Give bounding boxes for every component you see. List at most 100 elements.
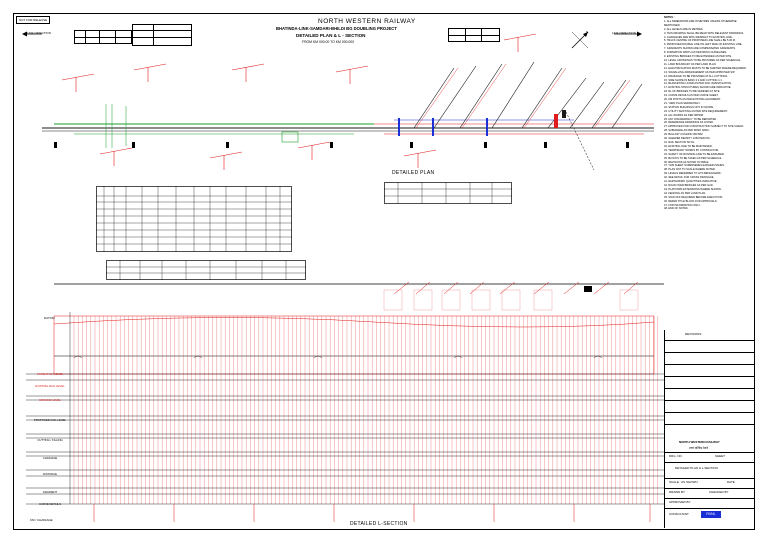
tb-consultant: CONSULTANT (669, 512, 689, 516)
lsec-row-label: GROUND LEVEL (39, 398, 61, 402)
diagonal-sidings-red (415, 63, 631, 129)
note-line: 38. PLAN NOT TO SCALE WHERE NOTED. (664, 168, 716, 172)
note-line: 2. ALL LEVELS ARE IN METRES. (664, 27, 704, 31)
diagonal-sidings (413, 61, 643, 129)
signal-post-symbols (61, 33, 537, 170)
km-chainage-label: KM / CHAINAGE (30, 518, 53, 522)
right-direction-arrow (614, 31, 642, 37)
plan-heading: DETAILED PLAN (392, 170, 435, 176)
note-line: 42. ROAD OVER BRIDGES AS PER GAD. (664, 183, 714, 187)
note-line: 4. CHAINAGES ARE WITH RESPECT TO EXISTIN… (664, 35, 733, 39)
note-line: 32. EXISTING OHE TO BE MAINTAINED. (664, 144, 713, 148)
tb-drawn: DRAWN BY (669, 490, 686, 494)
right-direction-label: LINE DIRECTION (612, 31, 637, 35)
chainage-verticals (73, 316, 658, 504)
tb-scale: SCALE : AS SHOWN (669, 480, 698, 484)
lsec-row-label: GRADIENT (42, 490, 58, 494)
note-line: 10. LEVEL CROSSINGS TO BE PROVIDED AS PE… (664, 58, 741, 62)
note-line: 26. REFERENCE DRAWINGS AS LISTED. (664, 121, 714, 125)
yard-lines-red (374, 119, 654, 135)
note-line: 6. PROPOSED DOUBLE LINE ON LEFT SIDE OF … (664, 43, 743, 47)
notes-heading: NOTES : (664, 16, 675, 19)
tb-date: DATE (727, 480, 735, 484)
lsec-row-label: CURVE DETAILS (39, 502, 61, 506)
note-line: 12. ELECTRIFICATION MASTS TO BE SHIFTED … (664, 66, 747, 70)
note-line: 37. THIS SHEET SUPERSEDES EARLIER ISSUES… (664, 164, 725, 168)
lsec-row-label: PROPOSED RAIL LEVEL (33, 418, 67, 422)
note-line: 43. PLATFORM EXTENSIONS WHERE SHOWN. (664, 187, 722, 191)
bridge-box (281, 131, 299, 143)
note-line: 1. ALL DIMENSIONS ARE IN METRES UNLESS O… (664, 19, 737, 27)
north-label: N (586, 30, 589, 34)
note-line: 45. SIGN OFF REQUIRED BEFORE EXECUTION. (664, 195, 723, 199)
note-line: 33. TEMPORARY WORKS BY CONTRACTOR. (664, 148, 719, 152)
legend-table-mid (132, 24, 192, 46)
l-section-band-rows (26, 312, 664, 505)
lsec-row-label: CUTTING / FILLING (37, 438, 63, 442)
note-line: 3. THIS DRAWING SHALL BE READ WITH RELEV… (664, 31, 744, 35)
drawing-sheet-border (13, 13, 755, 530)
l-section-drawing (26, 282, 664, 522)
level-crossing-table (106, 260, 306, 280)
note-line: 19. CURVE DETAILS AS PER CURVE SHEET. (664, 94, 719, 98)
proposed-track-green (54, 123, 374, 135)
note-line: 46. REFER TITLE BLOCK FOR APPROVALS. (664, 199, 718, 203)
lsec-row-label: FORMATION LEVEL (36, 372, 64, 376)
general-notes: NOTES : 1. ALL DIMENSIONS ARE IN METRES … (664, 16, 753, 326)
note-line: 23. UTILITY SHIFTING AS PER SITE REQUIRE… (664, 109, 728, 113)
lsec-row-label: DISTANCE (43, 472, 57, 476)
km-post-markers (54, 142, 629, 148)
note-line: 47. FOR INFORMATION ONLY. (664, 203, 701, 207)
green-verticals (105, 104, 127, 148)
note-line: 39. LEVELS REFERRED TO GTS BENCHMARK. (664, 172, 722, 176)
note-line: 14. DRAINAGE TO BE PROVIDED AT ALL CUTTI… (664, 74, 728, 78)
project-title: BHATINDA-LINK-SAMDARI-BHILDI BG DOUBLING… (276, 26, 397, 31)
release-stamp: NOT FOR RELEASE (16, 16, 51, 24)
note-line: 28. SUBGRADE AS PER RDSO SPEC. (664, 129, 710, 133)
gradient-table (384, 182, 512, 204)
left-direction-label: LINE DIRECTION (27, 31, 52, 35)
curve-data-table (96, 186, 292, 252)
revision-heading: REVISIONS (685, 332, 702, 336)
note-line: 35. BLOCKS TO BE TAKEN AS PER SCHEDULE. (664, 156, 723, 160)
note-line: 36. REVISIONS AS NOTED IN TABLE. (664, 160, 710, 164)
tb-sheet: SHEET (715, 454, 726, 458)
note-line: 16. BLANKETING LAYER AS PER SOIL INVESTI… (664, 82, 732, 86)
note-line: 18. RL OF BRIDGES TO BE VERIFIED AT SITE… (664, 90, 721, 94)
note-line: 29. BALLAST CUSHION 350 MM. (664, 133, 704, 137)
note-line: 27. APPROVED FOR CONSTRUCTION SUBJECT TO… (664, 125, 745, 129)
tb-railway: NORTH WESTERN RAILWAY (679, 440, 720, 444)
railway-title: NORTH WESTERN RAILWAY (318, 18, 416, 25)
north-arrow-icon (571, 31, 589, 49)
note-line: 8. FORMATION WIDTH AS PER RDSO GUIDELINE… (664, 51, 727, 55)
left-direction-arrow (22, 31, 42, 37)
note-line: 41. EARTHWORK QUANTITIES INDICATIVE. (664, 180, 718, 184)
consultant-logo: RVNL (701, 511, 721, 518)
note-line: 30. SLEEPER DENSITY 1660 PER KM. (664, 137, 711, 141)
tb-title: DETAILED PLAN & L-SECTION (675, 466, 718, 470)
note-line: 7. GRADIENTS SHOWN ARE COMPENSATED GRADI… (664, 47, 736, 51)
existing-track (42, 127, 654, 132)
note-line: 48. END OF NOTES. (664, 207, 689, 211)
note-line: 34. SAFETY OF RUNNING LINE TO BE ENSURED… (664, 152, 725, 156)
note-line: 22. STATION BUILDINGS NOT IN SCOPE. (664, 105, 714, 109)
tb-checked: CHECKED BY (709, 490, 729, 494)
structure-markers (398, 110, 566, 136)
legend-table-left (74, 30, 132, 44)
lsec-row-label: CHAINAGE (42, 456, 58, 460)
section-marker (584, 286, 592, 292)
note-line: 17. EXISTING STRUCTURES SHOWN ARE INDICA… (664, 86, 732, 90)
note-line: 31. RAIL SECTION 60 KG. (664, 141, 696, 144)
legend-table-right (448, 28, 500, 42)
tb-approved: APPROVED BY (669, 500, 691, 504)
curve-indicator (565, 111, 595, 171)
note-line: 40. SEE DETAIL FOR CROSS DRAINAGE. (664, 176, 715, 180)
detailed-plan-drawing (22, 31, 654, 171)
chainage-range: FROM KM 000.00 TO KM 000.000 (302, 40, 355, 44)
drawing-title: DETAILED PLAN & L - SECTION (296, 33, 366, 38)
note-line: 13. SIGNALLING ARRANGEMENT AS PER APPROV… (664, 70, 735, 74)
note-line: 20. KM POSTS AS PER EXISTING ALIGNMENT. (664, 98, 721, 102)
note-line: 25. ANY DISCREPANCY TO BE REPORTED. (664, 117, 717, 121)
title-block: REVISIONS NORTH WESTERN RAILWAY उत्तर पश… (664, 330, 754, 528)
tb-railway-hindi: उत्तर पश्चिम रेलवे (689, 446, 708, 450)
